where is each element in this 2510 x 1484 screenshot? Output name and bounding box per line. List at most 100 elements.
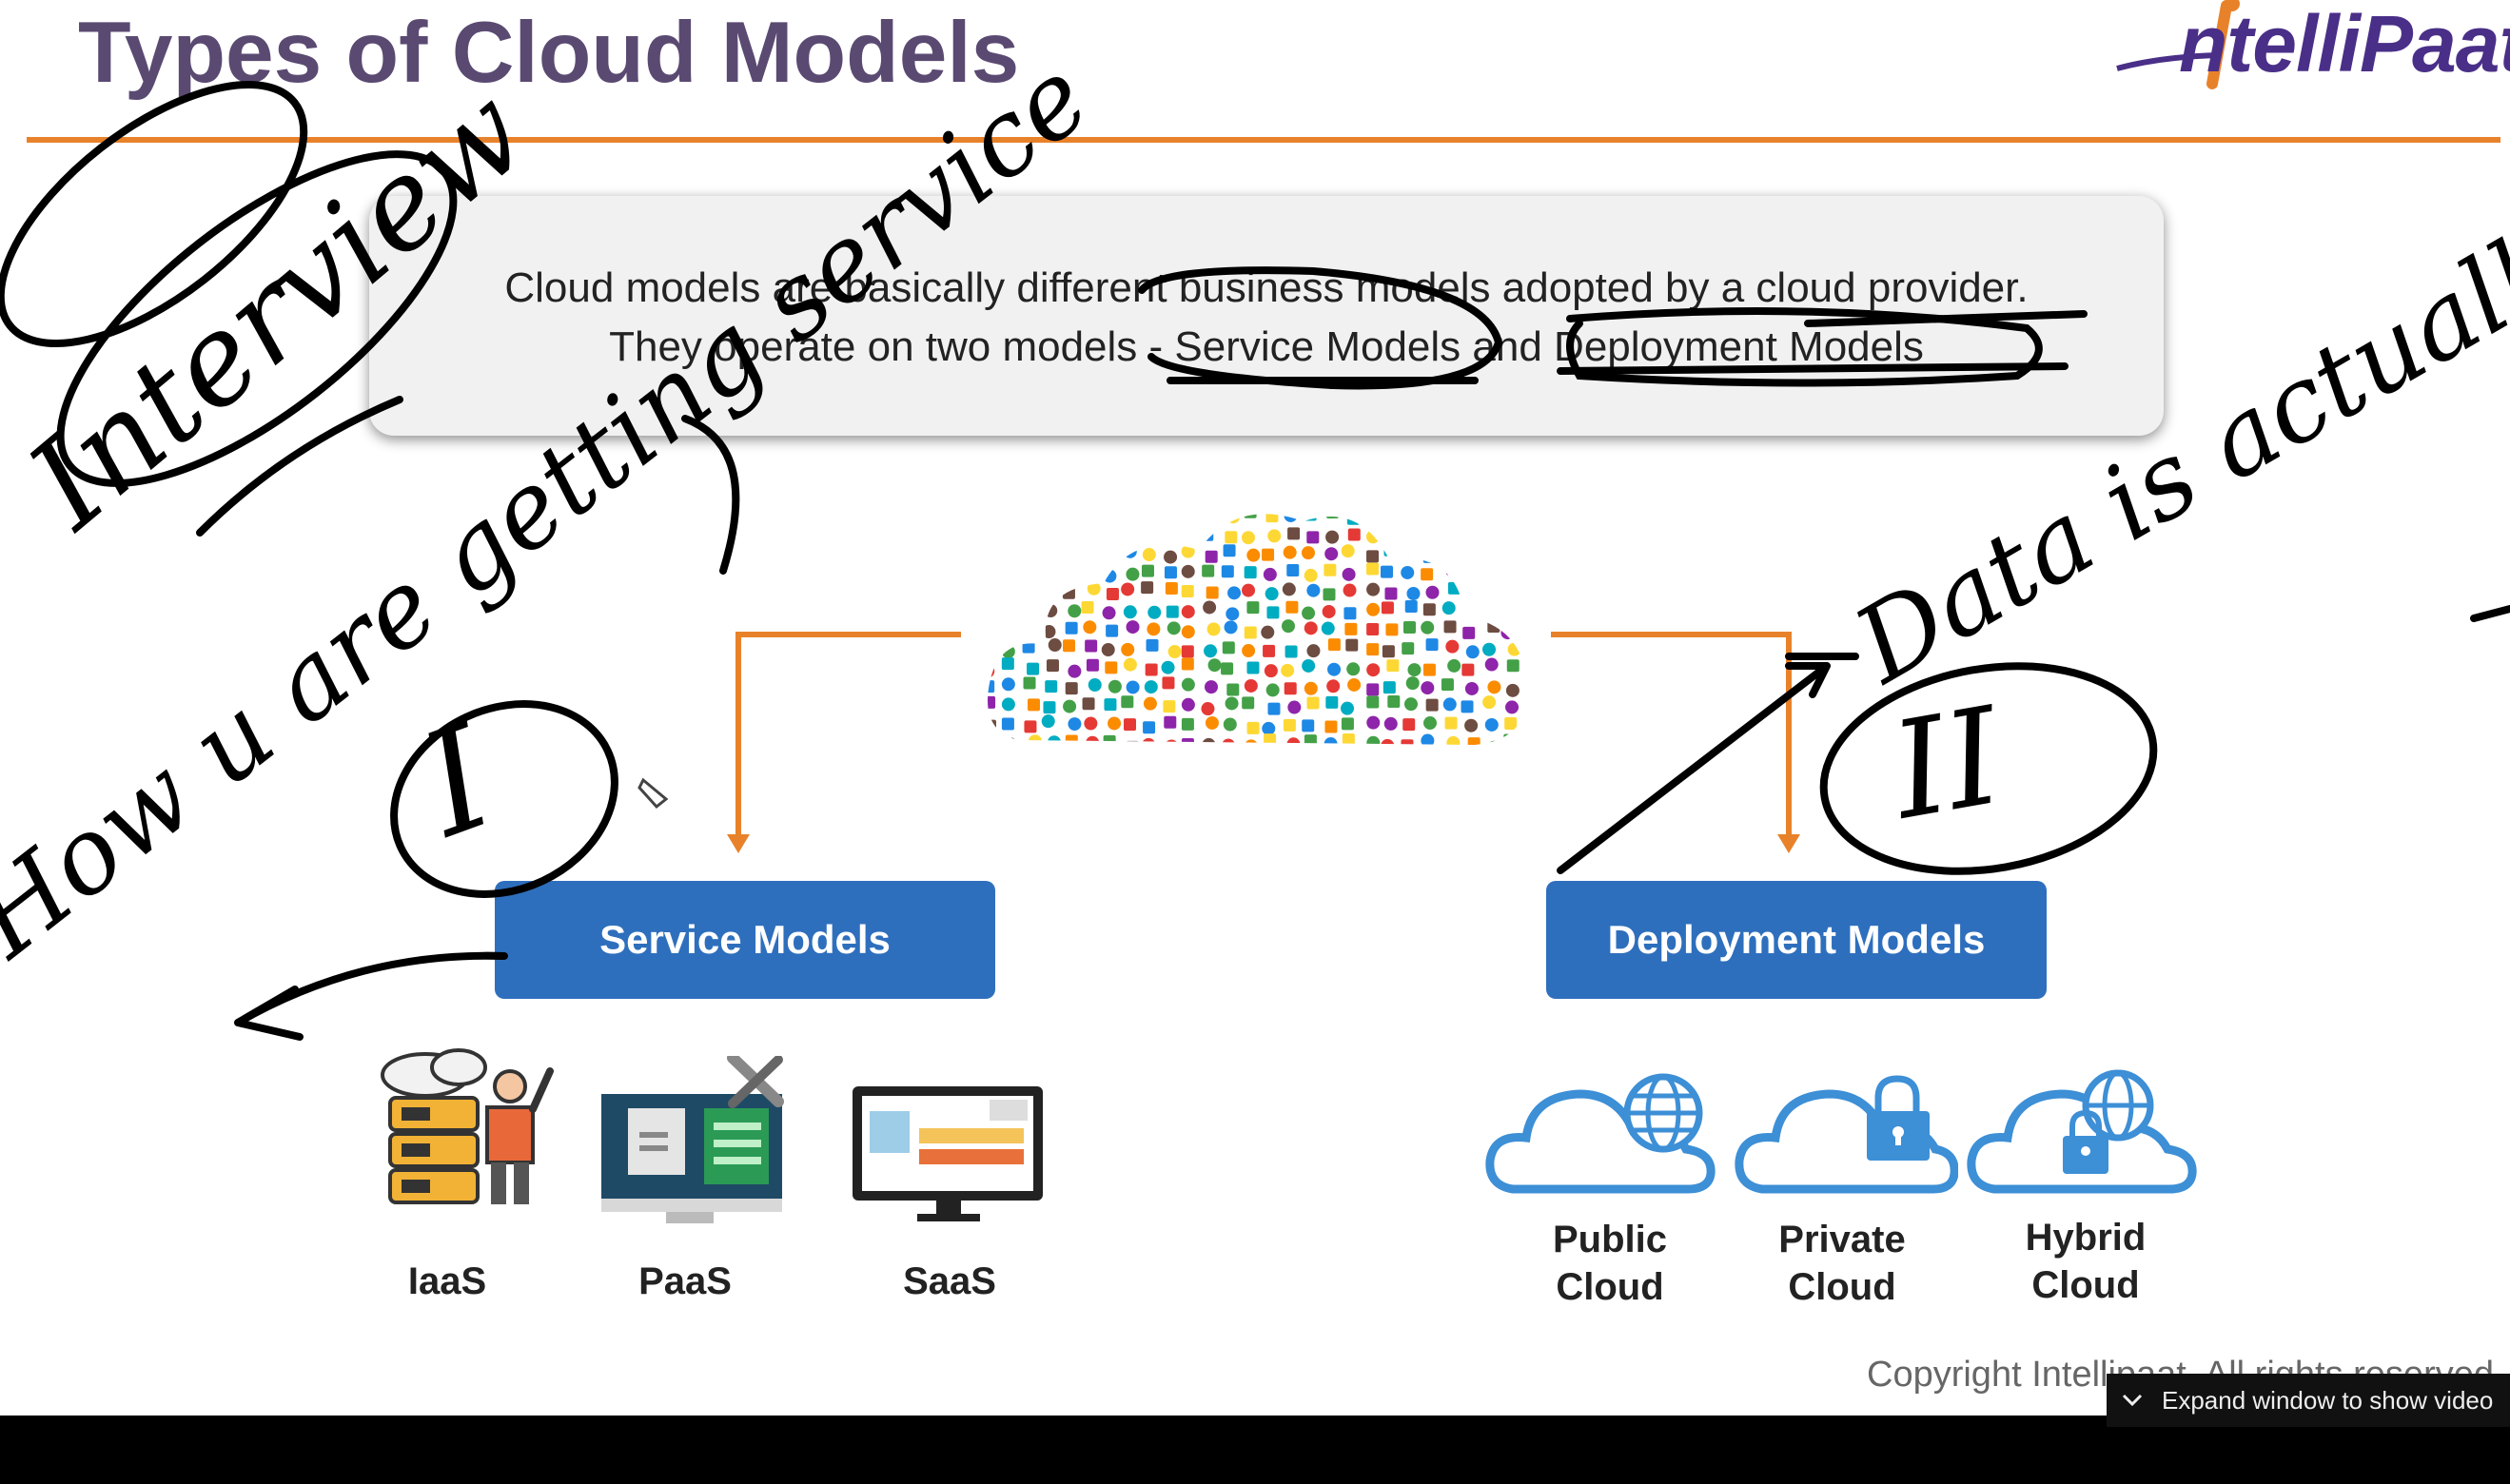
private-cloud-label-line-1: Private xyxy=(1778,1219,1906,1260)
app-icon-dot xyxy=(1001,677,1015,692)
app-icon-dot xyxy=(1281,619,1295,634)
app-icon-dot xyxy=(1205,550,1218,563)
app-icon-dot xyxy=(1301,546,1315,560)
app-icon-dot xyxy=(1001,544,1015,558)
app-icon-dot xyxy=(1304,621,1318,635)
app-icon-dot xyxy=(1161,660,1175,674)
app-icon-dot xyxy=(1341,701,1355,715)
app-icon-dot xyxy=(1504,527,1518,540)
app-icons-cloud-icon xyxy=(988,514,1521,745)
app-icon-dot xyxy=(1242,696,1255,710)
app-icon-dot xyxy=(1163,700,1176,713)
app-icon-dot xyxy=(1306,696,1320,710)
app-icon-dot xyxy=(1024,720,1037,733)
pen-cursor-icon xyxy=(637,777,669,810)
app-icon-dot xyxy=(1482,695,1497,710)
app-icon-dot xyxy=(988,695,996,709)
app-icon-dot xyxy=(1366,715,1381,730)
app-icon-dot xyxy=(1421,568,1434,581)
app-icon-dot xyxy=(1265,683,1280,697)
app-icon-dot xyxy=(1046,659,1059,673)
app-icon-dot xyxy=(1167,645,1182,659)
app-icon-dot xyxy=(1321,621,1335,635)
connector-arrows xyxy=(727,632,1800,853)
app-icon-dot xyxy=(1121,530,1134,543)
app-icon-dot xyxy=(1263,644,1276,657)
app-icon-dot xyxy=(1022,640,1035,654)
app-icon-dot xyxy=(1126,514,1139,520)
app-icon-dot xyxy=(1484,544,1498,557)
app-icon-dot xyxy=(1383,716,1398,731)
app-icon-dot xyxy=(1242,583,1256,597)
app-icon-dot xyxy=(1267,702,1281,715)
app-icon-dot xyxy=(1181,544,1195,558)
title-divider xyxy=(27,137,2500,143)
app-icon-dot xyxy=(1386,659,1400,673)
app-icon-dot xyxy=(1366,683,1380,696)
app-icon-dot xyxy=(1201,702,1215,716)
app-icon-dot xyxy=(1241,531,1255,545)
app-icon-dot xyxy=(1401,739,1414,745)
app-icon-dot xyxy=(1246,548,1261,562)
app-icon-dot xyxy=(1504,716,1518,730)
app-icon-dot xyxy=(1304,681,1318,695)
app-icon-dot xyxy=(1143,531,1156,544)
service-models-button[interactable]: Service Models xyxy=(495,881,995,999)
app-icon-dot xyxy=(1146,638,1159,652)
app-icon-dot xyxy=(1144,680,1158,694)
app-icon-dot xyxy=(1283,545,1297,559)
app-icon-dot xyxy=(1387,695,1401,709)
expand-video-button[interactable]: Expand window to show video xyxy=(2107,1374,2510,1427)
app-icon-dot xyxy=(1284,645,1298,658)
app-icon-dot xyxy=(1204,644,1218,658)
deployment-models-button[interactable]: Deployment Models xyxy=(1546,881,2047,999)
app-icon-dot xyxy=(1222,738,1236,745)
app-icon-dot xyxy=(1302,658,1316,673)
app-icon-dot xyxy=(1121,642,1135,656)
app-icon-dot xyxy=(1028,568,1041,581)
app-icon-dot xyxy=(1104,524,1118,538)
app-icon-dot xyxy=(1265,587,1279,601)
app-icon-dot xyxy=(1341,717,1354,731)
app-icon-dot xyxy=(1222,641,1235,654)
app-icon-dot xyxy=(1123,605,1137,619)
app-icon-dot xyxy=(1223,717,1237,732)
app-icon-dot xyxy=(1068,664,1082,678)
app-icon-dot xyxy=(988,585,998,598)
app-icon-dot xyxy=(1162,676,1175,690)
app-icon-dot xyxy=(1484,717,1499,732)
app-icon-dot xyxy=(1126,680,1140,694)
app-icon-dot xyxy=(1502,584,1516,597)
app-icon-dot xyxy=(1043,527,1056,540)
app-icon-dot xyxy=(1106,587,1119,600)
app-icon-dot xyxy=(1382,645,1395,658)
app-icon-dot xyxy=(1121,582,1135,596)
app-icon-dot xyxy=(1048,638,1062,653)
app-icon-dot xyxy=(1001,524,1014,537)
app-icon-dot xyxy=(1102,606,1116,620)
app-icon-dot xyxy=(1284,514,1298,522)
app-icon-dot xyxy=(1421,620,1435,635)
app-icon-dot xyxy=(1461,663,1475,676)
app-icon-dot xyxy=(1044,514,1058,520)
app-icon-dot xyxy=(1366,582,1381,596)
app-icon-dot xyxy=(1382,681,1396,694)
app-icon-dot xyxy=(1447,658,1461,673)
app-icon-dot xyxy=(1181,584,1194,597)
app-icon-dot xyxy=(1461,700,1474,713)
app-icon-dot xyxy=(1225,696,1239,711)
app-icon-dot xyxy=(1346,662,1361,676)
app-icon-dot xyxy=(1282,582,1296,596)
app-icon-dot xyxy=(1325,514,1339,519)
app-icon-dot xyxy=(1402,718,1416,732)
app-icon-dot xyxy=(1425,525,1440,539)
app-icon-dot xyxy=(1487,567,1500,580)
server-person-icon xyxy=(381,1048,554,1204)
app-icon-dot xyxy=(1001,657,1014,671)
app-icon-dot xyxy=(1381,601,1394,615)
app-icon-dot xyxy=(1366,735,1381,745)
app-icon-dot xyxy=(1121,695,1134,709)
app-icon-dot xyxy=(1042,625,1056,639)
app-icon-dot xyxy=(1142,548,1156,562)
app-icon-dot xyxy=(1505,700,1520,714)
